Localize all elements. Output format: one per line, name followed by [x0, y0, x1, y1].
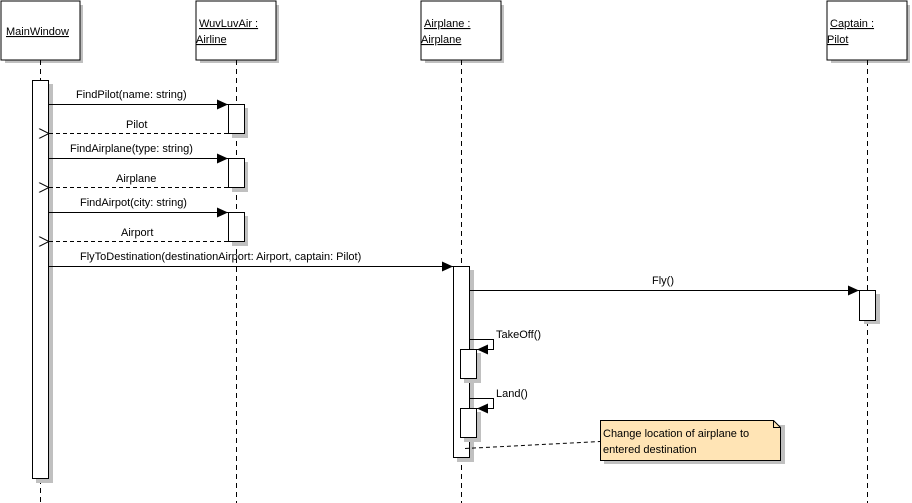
activation-airplane-land[interactable] — [460, 408, 482, 443]
note-text-line: Change location of airplane to — [603, 428, 749, 440]
activation-airplane-takeoff[interactable] — [460, 349, 482, 384]
message-label: FindAirplane(type: string) — [70, 143, 193, 155]
lifeline-label: MainWindow — [6, 26, 69, 38]
lifeline-label: Airplane : — [424, 18, 470, 30]
note[interactable]: Change location of airplane to entered d… — [464, 420, 785, 465]
lifeline-label: Airplane — [421, 34, 461, 46]
lifeline-label: Pilot — [827, 34, 848, 46]
message-findairplane[interactable]: FindAirplane(type: string) — [49, 143, 228, 164]
message-return-airplane[interactable]: Airplane — [49, 173, 228, 188]
lifeline-mainwindow[interactable]: MainWindow — [0, 0, 83, 503]
message-fly[interactable]: Fly() — [470, 275, 859, 296]
activation-airline-findairplane[interactable] — [228, 158, 249, 193]
message-label: Land() — [496, 388, 528, 400]
message-label: Fly() — [652, 275, 674, 287]
lifeline-airline[interactable]: WuvLuvAir : Airline — [195, 0, 279, 503]
message-label: FlyToDestination(destinationAirport: Air… — [80, 251, 361, 263]
lifeline-captain[interactable]: Captain : Pilot — [826, 0, 910, 503]
message-takeoff[interactable]: TakeOff() — [470, 329, 541, 355]
note-text-line: entered destination — [603, 444, 697, 456]
lifeline-label: WuvLuvAir : — [199, 18, 258, 30]
message-flytodestination[interactable]: FlyToDestination(destinationAirport: Air… — [49, 251, 453, 272]
message-return-pilot[interactable]: Pilot — [49, 119, 228, 134]
message-land[interactable]: Land() — [470, 388, 528, 414]
activation-airline-findpilot[interactable] — [228, 104, 249, 139]
message-findairpot[interactable]: FindAirpot(city: string) — [49, 197, 228, 218]
message-label: Pilot — [126, 119, 147, 131]
lifeline-label: Airline — [196, 34, 227, 46]
lifeline-airplane[interactable]: Airplane : Airplane — [420, 0, 504, 503]
message-label: FindAirpot(city: string) — [80, 197, 187, 209]
message-label: TakeOff() — [496, 329, 541, 341]
message-label: Airport — [121, 227, 153, 239]
activation-mainwindow[interactable] — [32, 80, 54, 484]
note-connector — [464, 441, 601, 449]
activation-airline-findairport[interactable] — [228, 212, 249, 247]
activation-captain-fly[interactable] — [859, 290, 881, 325]
message-findpilot[interactable]: FindPilot(name: string) — [49, 89, 228, 110]
message-label: Airplane — [116, 173, 156, 185]
lifeline-label: Captain : — [830, 18, 874, 30]
message-label: FindPilot(name: string) — [76, 89, 187, 101]
message-return-airport[interactable]: Airport — [49, 227, 228, 242]
